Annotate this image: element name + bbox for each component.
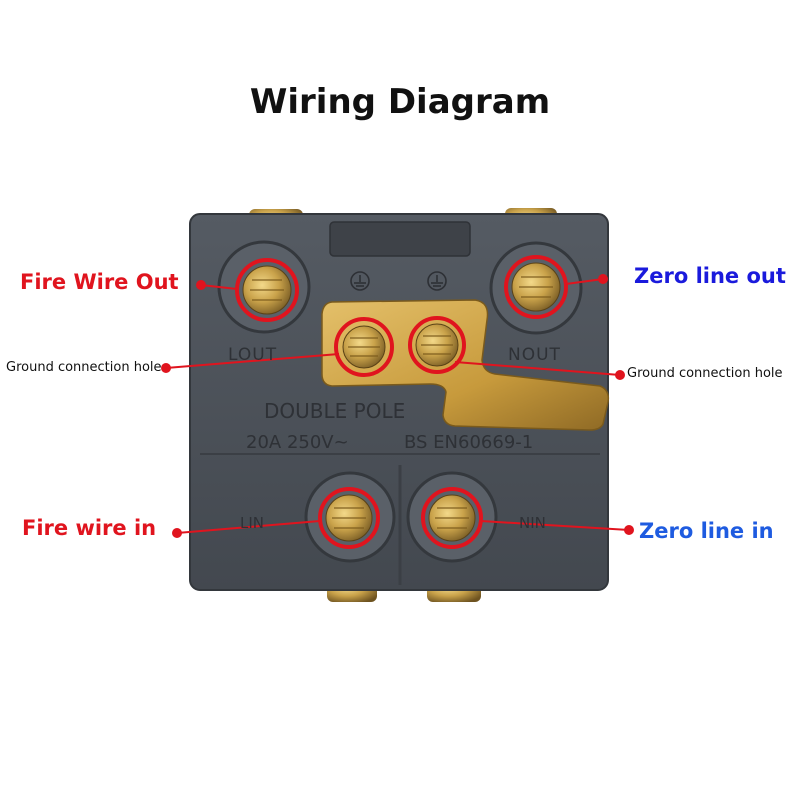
label-ground-hole-right: Ground connection hole: [627, 366, 783, 381]
marking-n-out: NOUT: [508, 345, 561, 365]
marking-n-in: NIN: [519, 514, 546, 532]
leader-lines: [161, 274, 634, 538]
highlight-rings: [235, 255, 568, 549]
label-zero-line-out: Zero line out: [634, 264, 786, 288]
label-ground-hole-left: Ground connection hole: [6, 360, 162, 375]
label-fire-wire-out: Fire Wire Out: [20, 270, 179, 294]
ground-symbols: [350, 271, 447, 291]
page-title: Wiring Diagram: [249, 82, 551, 122]
marking-l-out: LOUT: [228, 345, 277, 365]
marking-rating: 20A 250V~: [246, 432, 349, 453]
label-zero-line-in: Zero line in: [639, 519, 774, 543]
marking-l-in: LIN: [240, 514, 264, 532]
marking-standard: BS EN60669-1: [404, 432, 533, 453]
marking-model: DOUBLE POLE: [264, 399, 405, 423]
label-fire-wire-in: Fire wire in: [22, 516, 157, 540]
